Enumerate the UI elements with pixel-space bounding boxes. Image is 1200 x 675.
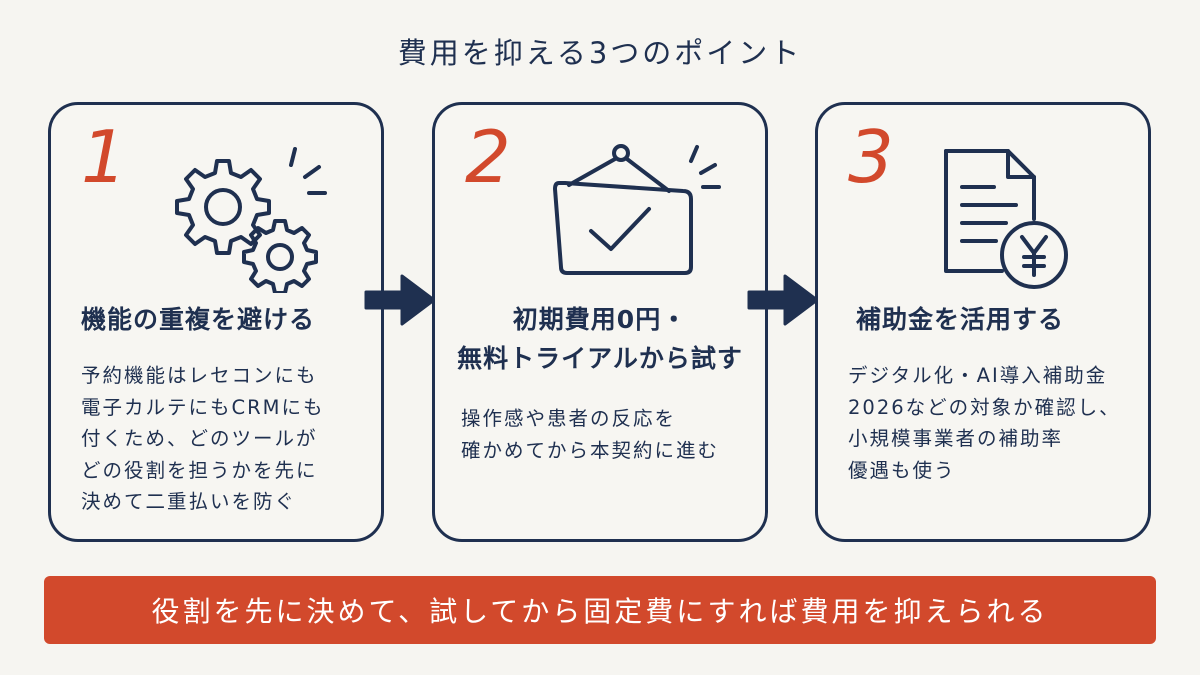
body-line: デジタル化・AI導入補助金 xyxy=(848,364,1108,387)
right-arrow-icon xyxy=(364,274,436,326)
body-line: 優遇も使う xyxy=(848,458,956,482)
signboard-check-icon xyxy=(553,144,721,275)
body-line: 電子カルテにもCRMにも xyxy=(81,395,325,419)
point-card-3: 3 補助金を活用する デジタル化・AI導入補助金 2026などの対象か確認し、 … xyxy=(815,102,1151,542)
title-line: 初期費用0円・ xyxy=(512,305,688,334)
point-title: 初期費用0円・ 無料トライアルから試す xyxy=(435,301,765,379)
page-title: 費用を抑える3つのポイント xyxy=(397,36,803,70)
point-card-2: 2 初期費用0円・ 無料トライアルから試す 操作感や患者の反応を 確かめてから本… xyxy=(432,102,768,542)
summary-text: 役割を先に決めて、試してから固定費にすれば費用を抑えられる xyxy=(151,595,1049,628)
title-line: 無料トライアルから試す xyxy=(457,343,743,373)
point-number: 3 xyxy=(848,115,894,199)
right-arrow-icon xyxy=(747,274,819,326)
body-line: 決めて二重払いを防ぐ xyxy=(81,490,297,514)
body-line: 2026などの対象か確認し、 xyxy=(848,395,1121,419)
summary-banner: 役割を先に決めて、試してから固定費にすれば費用を抑えられる xyxy=(44,576,1156,644)
body-line: 予約機能はレセコンにも xyxy=(81,364,318,387)
point-title: 補助金を活用する xyxy=(856,305,1065,334)
body-line: 確かめてから本契約に進む xyxy=(461,438,720,462)
point-body: 操作感や患者の反応を 確かめてから本契約に進む xyxy=(435,403,765,466)
body-line: 操作感や患者の反応を xyxy=(461,407,677,430)
point-number: 2 xyxy=(465,115,511,199)
point-card-1: 1 機能の重複を避ける 予約機能はレセコンにも 電子カルテにもCRMにも 付くた… xyxy=(48,102,384,542)
point-title: 機能の重複を避ける xyxy=(81,305,316,334)
body-line: どの役割を担うかを先に xyxy=(81,458,318,482)
gears-icon xyxy=(175,147,327,293)
body-line: 付くため、どのツールが xyxy=(81,427,318,451)
point-number: 1 xyxy=(81,115,127,199)
document-yen-icon xyxy=(944,149,1068,289)
point-body: 予約機能はレセコンにも 電子カルテにもCRMにも 付くため、どのツールが どの役… xyxy=(51,360,381,518)
point-body: デジタル化・AI導入補助金 2026などの対象か確認し、 小規模事業者の補助率 … xyxy=(818,360,1148,486)
body-line: 小規模事業者の補助率 xyxy=(848,427,1064,451)
